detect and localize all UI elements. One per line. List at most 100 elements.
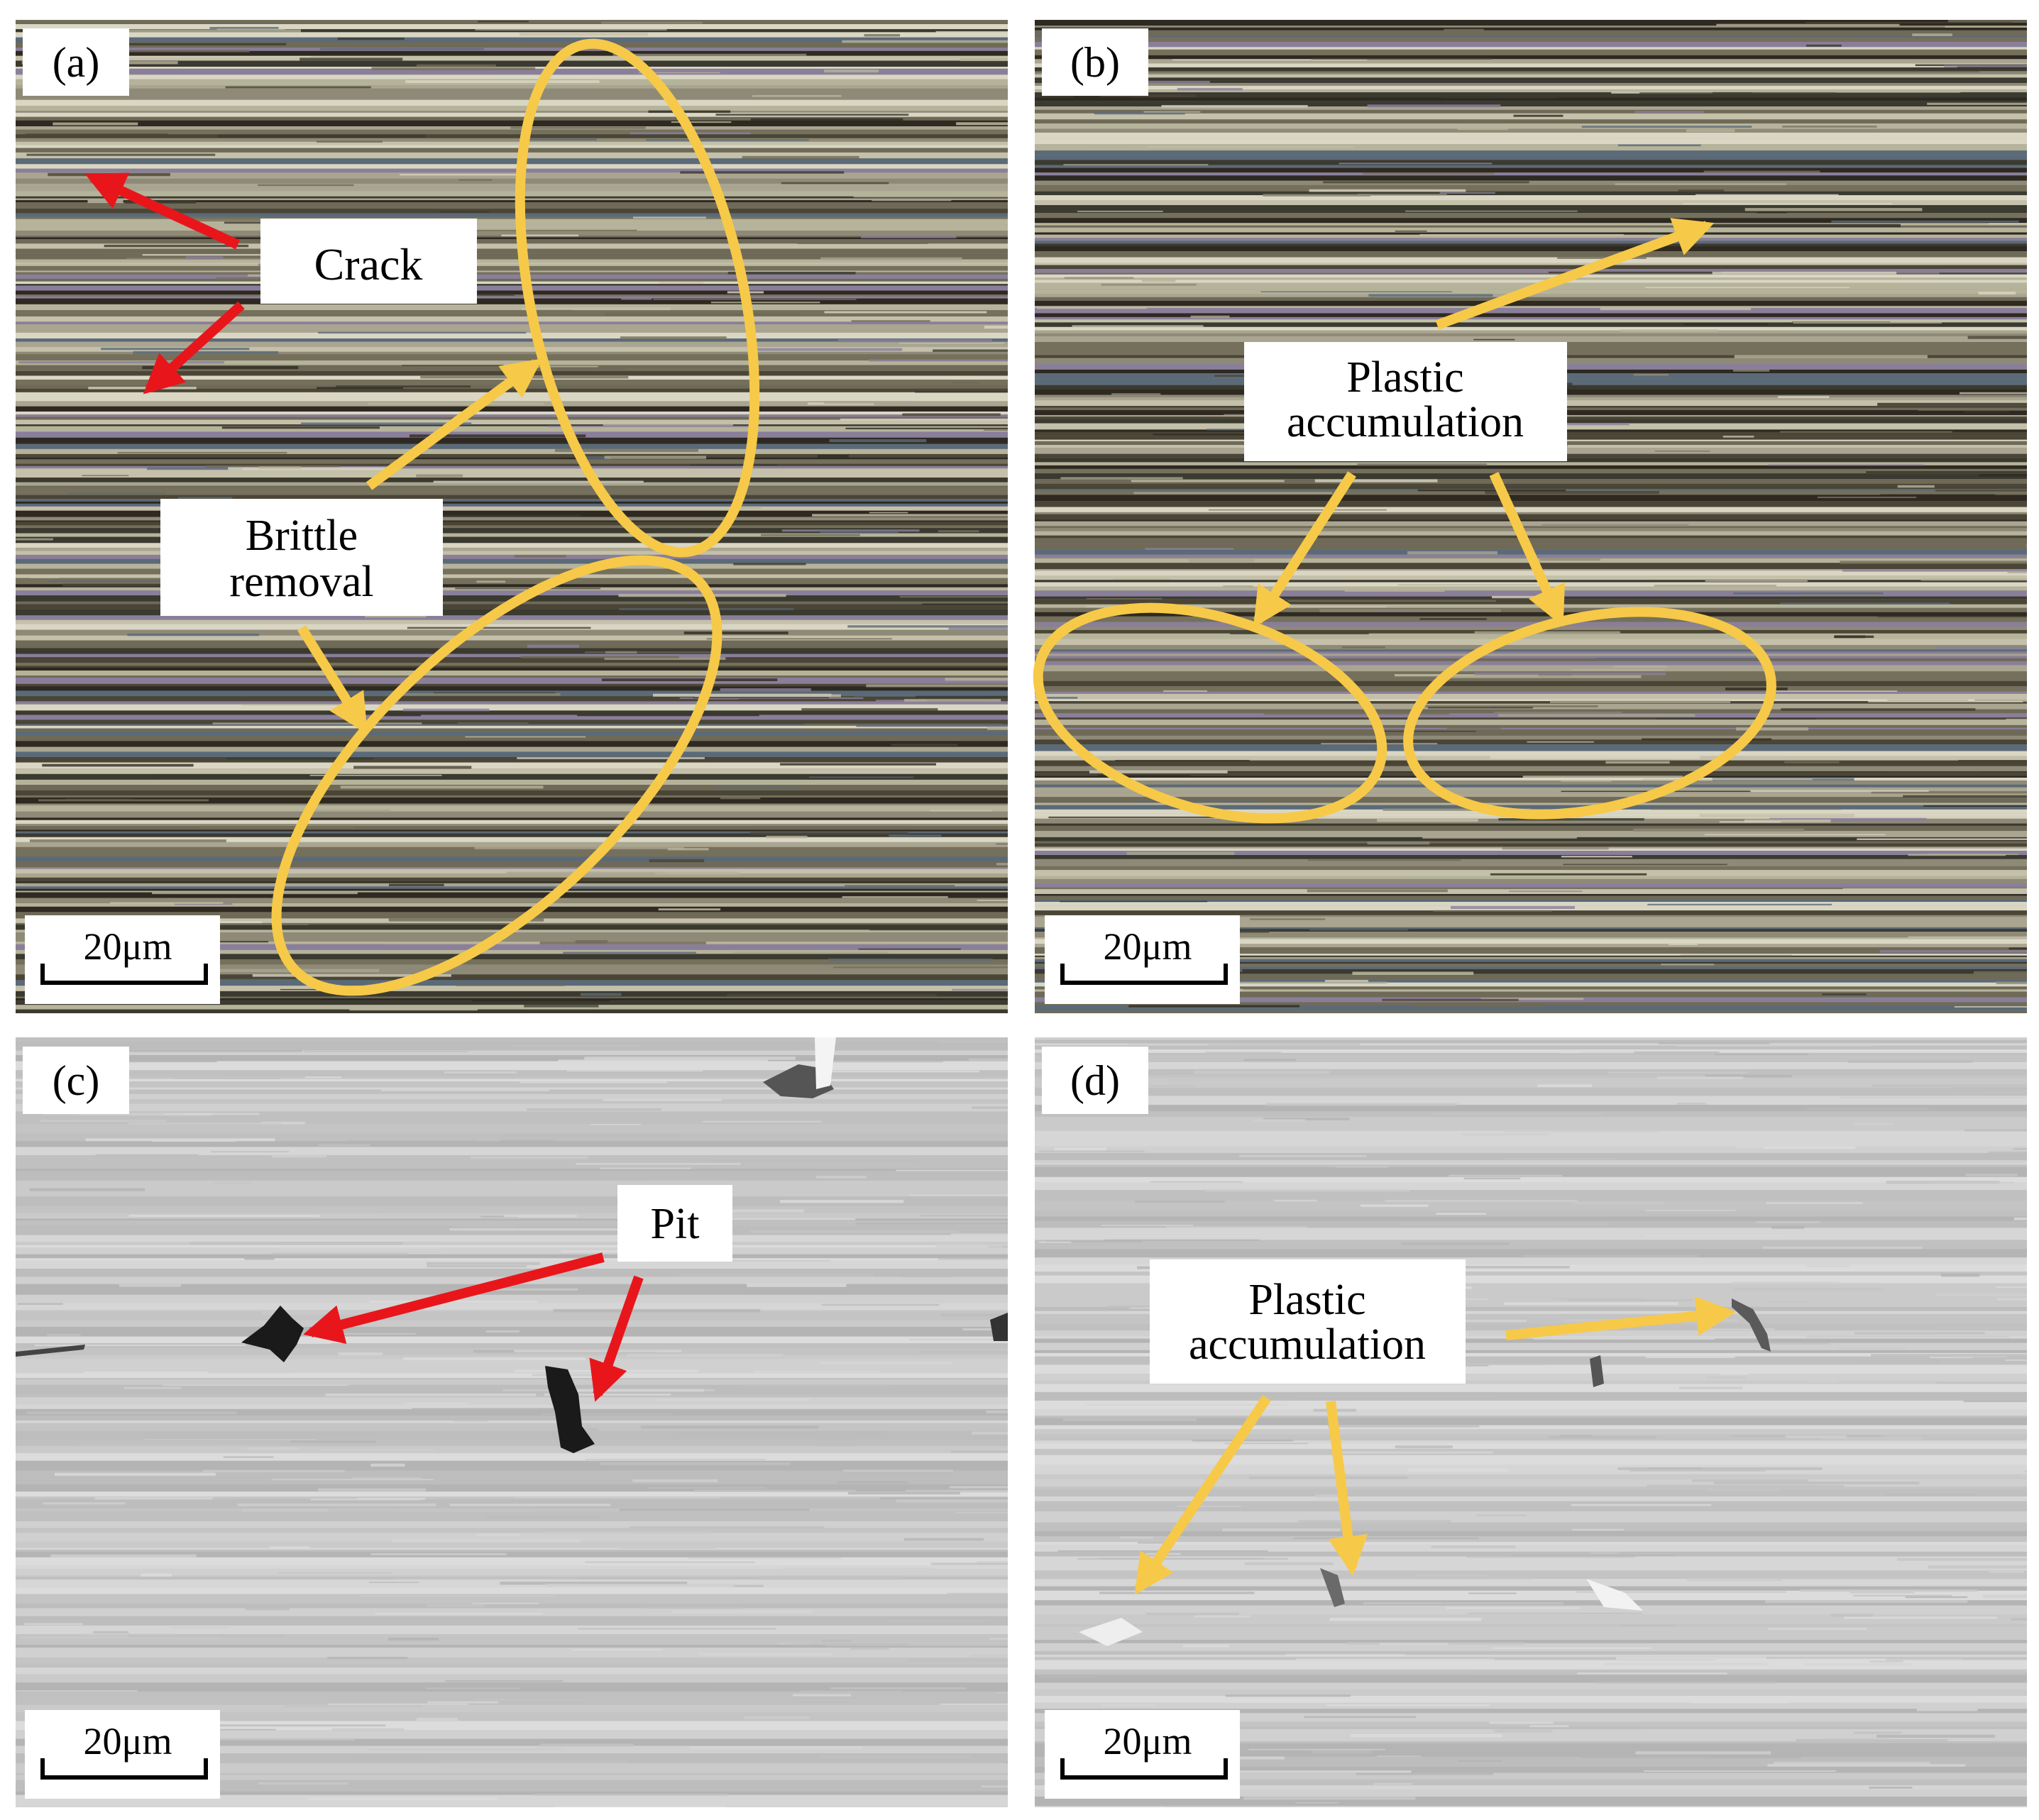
texture-stripe <box>16 324 1008 331</box>
plastic-arrow-upper <box>1435 218 1715 330</box>
texture-streak <box>1699 1506 1863 1508</box>
texture-streak <box>542 1413 674 1415</box>
texture-streak <box>1963 1400 2027 1403</box>
texture-streak <box>817 1438 857 1441</box>
texture-stripe <box>1035 165 2027 168</box>
texture-streak <box>2026 544 2027 547</box>
texture-stripe <box>16 321 1008 325</box>
texture-stripe <box>16 1569 1008 1575</box>
texture-streak <box>1145 548 1234 550</box>
texture-streak <box>781 182 889 184</box>
texture-streak <box>1287 600 1496 602</box>
texture-stripe <box>1035 167 2027 173</box>
texture-stripe <box>16 1055 1008 1061</box>
texture-streak <box>612 53 807 57</box>
texture-stripe <box>16 281 1008 285</box>
texture-streak <box>1314 479 1438 482</box>
texture-streak <box>1675 1044 1873 1047</box>
texture-stripe <box>1035 257 2027 263</box>
texture-streak <box>1605 761 1670 764</box>
texture-streak <box>1658 1042 1770 1044</box>
texture-stripe <box>16 949 1008 954</box>
texture-streak <box>2024 1470 2027 1472</box>
texture-stripe <box>16 846 1008 852</box>
texture-streak <box>470 1156 589 1159</box>
texture-stripe <box>16 48 1008 51</box>
texture-streak <box>1960 392 2027 395</box>
texture-stripe <box>16 1000 1008 1005</box>
texture-streak <box>1395 230 1427 232</box>
texture-stripe <box>16 609 1008 616</box>
texture-streak <box>369 1582 419 1583</box>
panel-a-scalebar: 20μm <box>25 915 220 1004</box>
texture-streak <box>824 70 879 73</box>
texture-stripe <box>1035 1440 2027 1444</box>
texture-streak <box>1834 635 1874 638</box>
texture-stripe <box>16 942 1008 944</box>
texture-streak <box>605 651 637 653</box>
texture-stripe <box>1035 944 2027 948</box>
texture-streak <box>478 1288 578 1291</box>
texture-stripe <box>1035 485 2027 489</box>
texture-streak <box>1847 1060 1973 1063</box>
texture-stripe <box>1035 1455 2027 1461</box>
texture-streak <box>133 351 279 354</box>
texture-stripe <box>16 463 1008 466</box>
plastic-label-b-line1: Plastic <box>1346 353 1463 402</box>
texture-stripe <box>16 231 1008 236</box>
texture-streak <box>1691 1700 1789 1704</box>
texture-streak <box>426 1687 520 1689</box>
texture-streak <box>845 885 955 887</box>
texture-stripe <box>1035 979 2027 983</box>
texture-streak <box>2006 718 2027 720</box>
texture-streak <box>388 918 544 922</box>
texture-streak <box>1430 695 1500 697</box>
texture-streak <box>837 1481 908 1484</box>
texture-streak <box>1376 730 1476 732</box>
texture-stripe <box>16 837 1008 842</box>
texture-streak <box>887 1620 991 1622</box>
texture-streak <box>1731 1281 1840 1284</box>
texture-streak <box>1940 1273 1980 1277</box>
texture-stripe <box>1035 1479 2027 1487</box>
texture-streak <box>690 464 777 466</box>
texture-stripe <box>1035 1579 2027 1587</box>
texture-stripe <box>1035 274 2027 278</box>
texture-streak <box>916 695 1008 698</box>
texture-stripe <box>16 851 1008 857</box>
texture-streak <box>1248 1748 1385 1750</box>
texture-streak <box>1312 1750 1371 1753</box>
texture-stripe <box>1035 862 2027 866</box>
texture-streak <box>1356 1772 1493 1775</box>
texture-streak <box>781 1567 933 1570</box>
texture-stripe <box>1035 1542 2027 1545</box>
texture-streak <box>554 1594 752 1597</box>
texture-stripe <box>1035 876 2027 879</box>
texture-streak <box>1143 111 1201 113</box>
texture-stripe <box>1035 894 2027 896</box>
texture-stripe <box>1035 67 2027 72</box>
texture-streak <box>984 325 1008 329</box>
texture-streak <box>308 1797 498 1800</box>
texture-streak <box>369 1300 538 1303</box>
texture-stripe <box>16 152 1008 159</box>
texture-streak <box>1274 1199 1317 1202</box>
texture-streak <box>1781 708 1976 711</box>
texture-stripe <box>16 1692 1008 1701</box>
texture-streak <box>1405 210 1578 212</box>
texture-stripe <box>16 554 1008 559</box>
texture-stripe <box>16 272 1008 275</box>
texture-streak <box>185 256 224 260</box>
texture-streak <box>1744 819 1831 823</box>
texture-stripe <box>1035 1117 2027 1124</box>
texture-streak <box>1871 791 2027 794</box>
texture-stripe <box>1035 1240 2027 1250</box>
texture-stripe <box>1035 1123 2027 1131</box>
texture-streak <box>1230 632 1369 634</box>
texture-streak <box>750 832 908 835</box>
texture-stripe <box>1035 649 2027 652</box>
texture-streak <box>1238 981 1387 984</box>
texture-stripe <box>16 424 1008 426</box>
texture-streak <box>185 1738 355 1741</box>
